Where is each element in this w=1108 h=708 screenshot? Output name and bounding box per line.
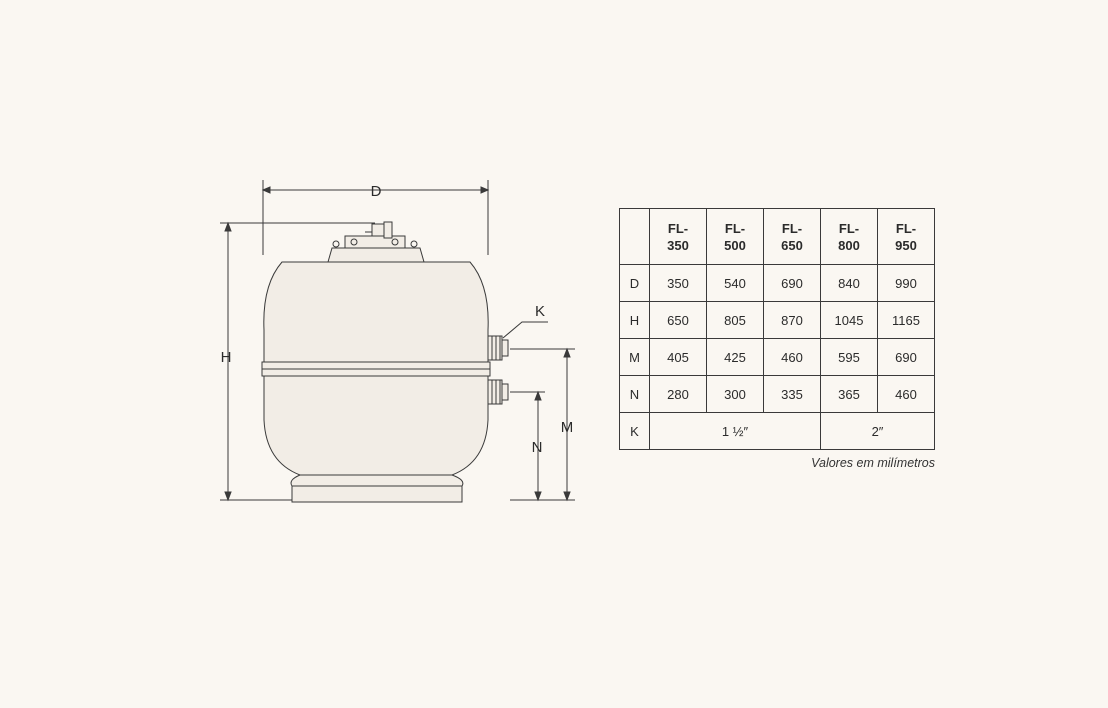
lid-bolt-4 xyxy=(410,240,418,248)
tank-base xyxy=(290,474,464,503)
table-row-k: K 1 ½″ 2″ xyxy=(619,412,935,450)
table-cell: 540 xyxy=(706,264,764,302)
k-leader-line xyxy=(502,321,548,339)
table-row: M 405 425 460 595 690 xyxy=(619,338,935,376)
column-header: FL-650 xyxy=(763,208,821,265)
d-arrow-left xyxy=(261,186,271,194)
table-cell: 350 xyxy=(649,264,707,302)
column-header: FL-800 xyxy=(820,208,878,265)
lid-bolt-3 xyxy=(391,238,399,246)
d-arrow-right xyxy=(480,186,490,194)
corner-cell xyxy=(619,208,650,265)
table-cell: 690 xyxy=(763,264,821,302)
table-cell: 335 xyxy=(763,375,821,413)
h-arrow-bottom xyxy=(224,491,232,502)
table-cell: 595 xyxy=(820,338,878,376)
row-label: D xyxy=(619,264,650,302)
row-label: M xyxy=(619,338,650,376)
column-header: FL-500 xyxy=(706,208,764,265)
table-cell-k-small: 1 ½″ xyxy=(649,412,821,450)
n-arrow-top xyxy=(534,390,542,401)
lower-connection-pipe xyxy=(501,383,509,401)
filter-diagram: D H K M N xyxy=(220,180,575,503)
n-label: N xyxy=(532,439,543,456)
m-arrow-top xyxy=(563,347,571,358)
k-label: K xyxy=(535,303,545,320)
table-row: H 650 805 870 1045 1165 xyxy=(619,301,935,339)
table-cell: 300 xyxy=(706,375,764,413)
table-row: N 280 300 335 365 460 xyxy=(619,375,935,413)
lid-bolt-2 xyxy=(350,238,358,246)
table-cell: 365 xyxy=(820,375,878,413)
table-cell: 460 xyxy=(763,338,821,376)
table-cell-k-large: 2″ xyxy=(820,412,935,450)
tank-lower-body xyxy=(263,375,489,476)
table-cell: 425 xyxy=(706,338,764,376)
table-row: D 350 540 690 840 990 xyxy=(619,264,935,302)
tank-lid xyxy=(327,247,425,263)
h-arrow-top xyxy=(224,221,232,232)
air-purge-handle xyxy=(383,221,393,239)
table-cell: 1045 xyxy=(820,301,878,339)
lid-bolt-1 xyxy=(332,240,340,248)
column-header: FL-950 xyxy=(877,208,935,265)
n-arrow-bottom xyxy=(534,491,542,502)
table-cell: 650 xyxy=(649,301,707,339)
m-arrow-bottom xyxy=(563,491,571,502)
row-label: K xyxy=(619,412,650,450)
tank-upper-body xyxy=(263,261,489,363)
table-cell: 805 xyxy=(706,301,764,339)
row-label: H xyxy=(619,301,650,339)
column-header: FL-350 xyxy=(649,208,707,265)
table-cell: 460 xyxy=(877,375,935,413)
table-cell: 280 xyxy=(649,375,707,413)
units-note: Valores em milímetros xyxy=(811,456,935,470)
table-cell: 690 xyxy=(877,338,935,376)
dimensions-table: FL-350 FL-500 FL-650 FL-800 FL-950 D 350… xyxy=(619,208,935,450)
lid-cap xyxy=(344,235,406,249)
table-cell: 870 xyxy=(763,301,821,339)
table-cell: 1165 xyxy=(877,301,935,339)
table-cell: 405 xyxy=(649,338,707,376)
row-label: N xyxy=(619,375,650,413)
m-label: M xyxy=(561,419,574,436)
table-cell: 840 xyxy=(820,264,878,302)
d-label: D xyxy=(371,183,382,200)
h-label: H xyxy=(221,349,232,366)
table-cell: 990 xyxy=(877,264,935,302)
upper-connection-pipe xyxy=(501,339,509,357)
table-header-row: FL-350 FL-500 FL-650 FL-800 FL-950 xyxy=(619,208,935,265)
